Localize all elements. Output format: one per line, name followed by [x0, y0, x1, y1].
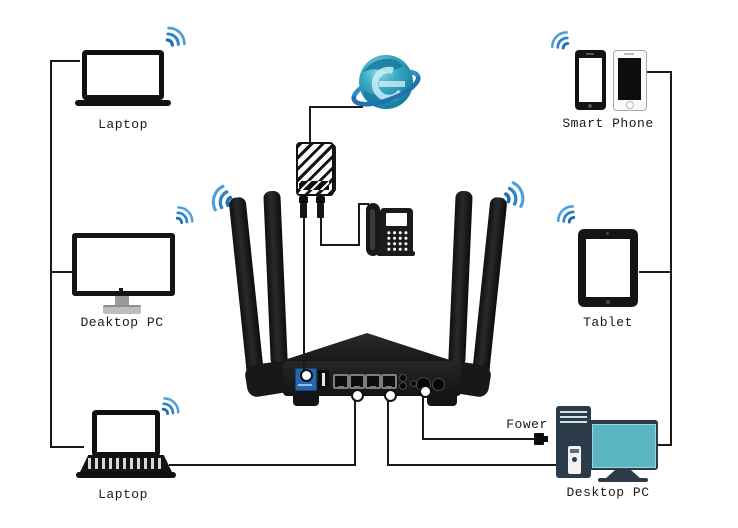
desktop-left-label: Deaktop PC: [80, 315, 164, 330]
smartphone-screen: [579, 58, 602, 102]
power-plug-tip: [544, 436, 548, 442]
wire-modem-to-phone-h1: [320, 244, 360, 246]
wire-modem-to-phone-v1: [320, 218, 322, 246]
laptop-top-screen: [82, 50, 164, 100]
power-jack-marker: [418, 384, 432, 398]
wire-left-stub-laptop-top: [50, 60, 80, 62]
wire-left-stub-desktop: [50, 271, 73, 273]
wire-lan-to-laptop-v: [354, 396, 356, 466]
wire-power-v: [422, 392, 424, 440]
router-antenna-outer-right: [471, 196, 508, 382]
monitor-stand: [605, 470, 641, 479]
router-foot-right: [427, 394, 457, 406]
wire-lan-to-laptop-h: [169, 464, 356, 466]
wire-power-h: [422, 438, 535, 440]
internet-globe-icon: [351, 55, 421, 109]
smart-phone-label: Smart Phone: [562, 116, 654, 131]
wire-globe-horizontal: [309, 106, 363, 108]
wire-right-stub-desktop: [656, 444, 672, 446]
wire-lan-to-desktop-h: [387, 464, 557, 466]
power-plug-icon: [534, 433, 544, 445]
telephone-display: [386, 213, 407, 226]
wire-modem-to-phone-h2: [358, 203, 369, 205]
router-peak: [272, 333, 462, 364]
desktop-right-label: Desktop PC: [566, 485, 650, 500]
wire-modem-to-router-wan: [303, 218, 305, 373]
tablet-label: Tablet: [583, 315, 633, 330]
telephone-handset-slot: [370, 209, 375, 250]
wire-right-stub-tablet: [639, 271, 672, 273]
wire-left-bracket-vertical: [50, 60, 52, 448]
desktop-left-stand: [103, 305, 141, 314]
router-power-button: [432, 378, 445, 391]
tower-bay-dot: [572, 457, 577, 462]
router-antenna-inner-right: [448, 190, 473, 364]
router-button-small-1: [399, 374, 407, 382]
laptop-top-base: [75, 100, 171, 106]
laptop-bottom-label: Laptop: [98, 487, 148, 502]
router-button-small-2: [399, 382, 407, 390]
router-antenna-outer-left: [228, 196, 265, 382]
wire-right-bracket-vertical: [670, 71, 672, 446]
usb-plug-body: [300, 203, 307, 218]
smartphone-home-dot: [588, 104, 592, 108]
tablet-screen: [586, 239, 630, 297]
telephone-keypad: [386, 230, 409, 252]
desktop-left-neck: [115, 296, 129, 305]
tablet-home-dot: [606, 300, 610, 304]
desktop-left-monitor: [72, 233, 175, 296]
smartphone-home-button: [626, 101, 634, 109]
lan-port-2: [349, 374, 365, 389]
desktop-left-dot: [119, 288, 123, 291]
wire-globe-to-modem: [309, 106, 311, 144]
usb-plug-icon: [299, 196, 308, 203]
usb-slot-pin: [322, 373, 325, 386]
wire-modem-to-phone-v2: [358, 203, 360, 246]
laptop-bottom-base: [76, 472, 176, 478]
modem-bottom-band: [299, 181, 329, 190]
power-label: Fower: [506, 417, 548, 432]
usb-plug-icon: [316, 196, 325, 203]
wire-left-stub-laptop-bottom: [50, 446, 84, 448]
wan-port-label-stripe: [298, 384, 312, 386]
tower-vents: [560, 411, 587, 423]
monitor-screen: [592, 424, 656, 468]
router-antenna-inner-left: [263, 190, 288, 364]
monitor-base: [598, 478, 648, 482]
usb-plug-body: [317, 203, 324, 218]
smartphone-screen: [618, 58, 641, 100]
wan-cable-connector: [300, 369, 313, 382]
lan4-marker: [383, 388, 397, 402]
router-foot-left: [293, 394, 319, 406]
lan-port-1: [333, 374, 349, 389]
wifi-icon: [171, 203, 197, 229]
tower-bay-slot: [570, 449, 579, 453]
lan2-marker: [350, 388, 364, 402]
lan-port-3: [365, 374, 381, 389]
laptop-bottom-keys: [88, 458, 164, 469]
wire-lan-to-desktop-v: [387, 396, 389, 466]
wire-right-stub-phone: [645, 71, 672, 73]
laptop-bottom-screen: [92, 410, 160, 457]
smartphone-speaker: [624, 53, 634, 55]
tablet-camera-dot: [606, 232, 609, 235]
laptop-top-label: Laptop: [98, 117, 148, 132]
lan-port-4: [381, 374, 397, 389]
smartphone-speaker: [586, 53, 594, 55]
